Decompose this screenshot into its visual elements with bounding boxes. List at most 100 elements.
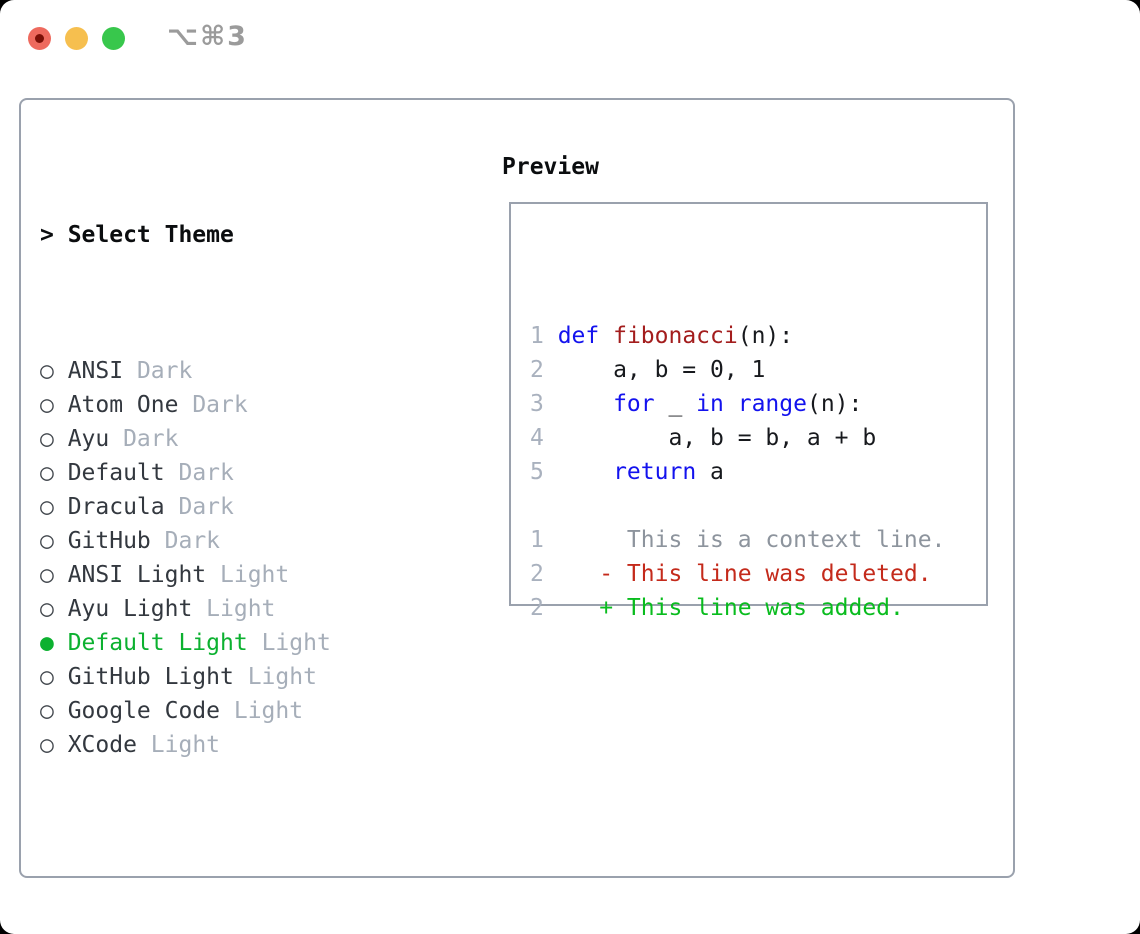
code-line: 3 for _ in range(n):: [530, 387, 986, 421]
titlebar: ⌥⌘3: [0, 0, 1140, 76]
theme-option[interactable]: ○ XCode Light: [40, 728, 428, 762]
code-line: 2 - This line was deleted.: [530, 557, 986, 591]
theme-name: Default: [67, 460, 179, 486]
theme-list: ○ ANSI Dark ○ Atom One Dark ○ Ayu Dark ○ Defaul…: [40, 354, 428, 762]
theme-name: Default Light: [67, 630, 262, 656]
window-title-shortcut: ⌥⌘3: [167, 21, 248, 52]
theme-name: Atom One: [67, 392, 193, 418]
theme-option[interactable]: ○ Google Code Light: [40, 694, 428, 728]
theme-variant: Dark: [192, 392, 248, 418]
code-line: 1 def fibonacci(n):: [530, 319, 986, 353]
theme-name: GitHub Light: [67, 664, 248, 690]
code-token: This is a context line.: [557, 527, 946, 553]
code-token: [558, 391, 613, 417]
theme-option[interactable]: ○ Atom One Dark: [40, 388, 428, 422]
close-button[interactable]: [28, 27, 51, 50]
theme-list-header: > Select Theme: [40, 218, 428, 252]
code-token: [724, 391, 738, 417]
line-number: 2: [530, 561, 544, 587]
radio-selected-icon: ●: [40, 630, 54, 656]
theme-variant: Dark: [136, 358, 193, 384]
code-line: 1 This is a context line.: [530, 523, 986, 557]
radio-icon: ○: [40, 664, 54, 690]
theme-option[interactable]: ○ ANSI Light Light: [40, 558, 428, 592]
code-token: (n):: [806, 391, 863, 417]
theme-variant: Dark: [164, 528, 221, 554]
theme-name: Dracula: [67, 494, 179, 520]
theme-name: GitHub: [67, 528, 165, 554]
selection-cursor-icon: >: [40, 222, 54, 248]
radio-icon: ○: [40, 460, 54, 486]
theme-name: ANSI Light: [67, 562, 221, 588]
code-token: a, b = 0, 1: [557, 357, 766, 383]
theme-name: Ayu: [67, 426, 124, 452]
zoom-button[interactable]: [102, 27, 125, 50]
code-token: + This line was added.: [557, 595, 904, 621]
line-number: 1: [530, 527, 544, 553]
theme-option[interactable]: ○ Ayu Light Light: [40, 592, 428, 626]
code-token: [599, 323, 613, 349]
radio-icon: ○: [40, 358, 54, 384]
code-line: 4 a, b = b, a + b: [530, 421, 986, 455]
theme-variant: Light: [233, 698, 304, 724]
line-number: 2: [530, 357, 544, 383]
theme-picker-panel: > Select Theme ○ ANSI Dark ○ Atom One Dark ○ A…: [19, 98, 1015, 878]
minimize-button[interactable]: [65, 27, 88, 50]
code-line: 2 a, b = 0, 1: [530, 353, 986, 387]
theme-list-title: Select Theme: [67, 222, 234, 248]
code-token: range: [737, 391, 807, 417]
code-token: return: [613, 459, 697, 485]
radio-icon: ○: [40, 494, 54, 520]
code-token: - This line was deleted.: [557, 561, 932, 587]
theme-variant: Dark: [178, 494, 234, 520]
radio-icon: ○: [40, 426, 54, 452]
code-token: a, b = b, a + b: [557, 425, 877, 451]
theme-option[interactable]: ○ Ayu Dark: [40, 422, 428, 456]
theme-name: XCode: [67, 732, 151, 758]
theme-variant: Light: [206, 596, 276, 622]
theme-name: ANSI: [67, 358, 137, 384]
traffic-lights: [28, 27, 125, 50]
line-number: 2: [530, 595, 544, 621]
code-line: 5 return a: [530, 455, 986, 489]
code-token: (n):: [737, 323, 794, 349]
theme-name: Ayu Light: [67, 596, 207, 622]
radio-icon: ○: [40, 732, 54, 758]
radio-icon: ○: [40, 562, 54, 588]
code-token: in: [696, 391, 724, 417]
theme-variant: Dark: [178, 460, 234, 486]
code-line: [530, 489, 986, 523]
line-number: 4: [530, 425, 544, 451]
code-line: 2 + This line was added.: [530, 591, 986, 625]
theme-variant: Light: [247, 664, 317, 690]
code-token: fibonacci: [613, 323, 738, 349]
theme-variant: Light: [150, 732, 221, 758]
code-token: def: [557, 323, 600, 349]
radio-icon: ○: [40, 528, 54, 554]
radio-icon: ○: [40, 596, 54, 622]
theme-variant: Light: [220, 562, 290, 588]
radio-icon: ○: [40, 698, 54, 724]
code-token: _: [654, 391, 697, 417]
line-number: 1: [530, 323, 544, 349]
theme-option[interactable]: ○ GitHub Light Light: [40, 660, 428, 694]
theme-option[interactable]: ○ Dracula Dark: [40, 490, 428, 524]
theme-option[interactable]: ● Default Light Light: [40, 626, 428, 660]
theme-option[interactable]: ○ GitHub Dark: [40, 524, 428, 558]
left-column: > Select Theme ○ ANSI Dark ○ Atom One Dark ○ A…: [40, 150, 428, 934]
code-token: for: [613, 391, 655, 417]
radio-icon: ○: [40, 392, 54, 418]
spacer: [40, 864, 428, 898]
code-token: a: [696, 459, 724, 485]
theme-variant: Light: [261, 630, 331, 656]
theme-option[interactable]: ○ Default Dark: [40, 456, 428, 490]
theme-option[interactable]: ○ ANSI Dark: [40, 354, 428, 388]
preview-title: Preview: [502, 154, 599, 180]
line-number: 3: [530, 391, 544, 417]
theme-variant: Dark: [123, 426, 179, 452]
code-token: [558, 459, 613, 485]
theme-name: Google Code: [67, 698, 234, 724]
